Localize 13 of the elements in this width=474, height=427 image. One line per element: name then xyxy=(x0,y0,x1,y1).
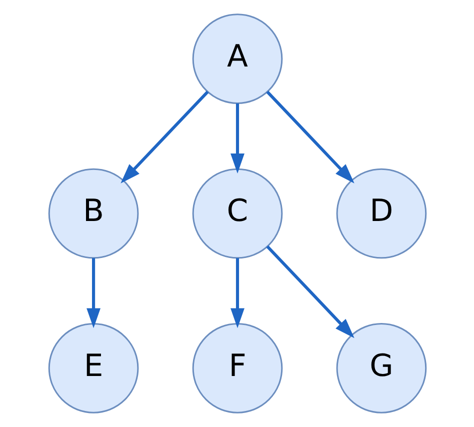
arrow xyxy=(266,245,354,338)
node-circle: D xyxy=(336,168,426,259)
node-circle: F xyxy=(192,323,282,414)
node-circle: G xyxy=(336,323,426,414)
node-circle: E xyxy=(48,323,138,414)
node-circle: B xyxy=(48,168,138,259)
arrow xyxy=(230,258,244,328)
node-circle: C xyxy=(192,168,282,259)
arrow xyxy=(86,258,100,328)
arrow xyxy=(266,90,354,184)
arrow xyxy=(120,90,208,184)
arrow xyxy=(230,103,244,174)
node-circle: A xyxy=(192,14,282,104)
